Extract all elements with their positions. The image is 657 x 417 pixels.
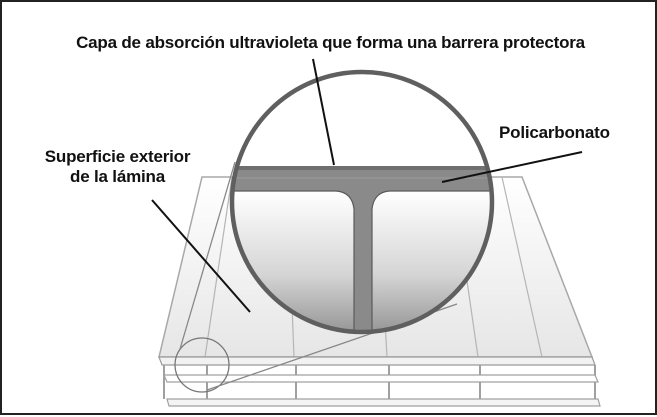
label-outer-surface-line1: Superficie exterior — [44, 147, 191, 166]
uv-layer — [232, 166, 492, 170]
t-profile — [232, 167, 492, 332]
label-uv-layer: Capa de absorción ultravioleta que forma… — [76, 33, 585, 52]
leader-superficie — [151, 199, 251, 313]
projection-line-left — [179, 161, 236, 350]
detail-circle — [174, 337, 230, 393]
label-outer-surface-line2: de la lámina — [70, 166, 165, 186]
leader-uv-layer — [312, 58, 335, 166]
magnifier-rim — [229, 69, 495, 335]
label-outer-surface: Superficie exterior de la lámina — [20, 147, 215, 186]
label-polycarbonate: Policarbonato — [499, 123, 610, 142]
leader-policarbonato — [441, 151, 583, 183]
leader-lines — [151, 58, 583, 313]
